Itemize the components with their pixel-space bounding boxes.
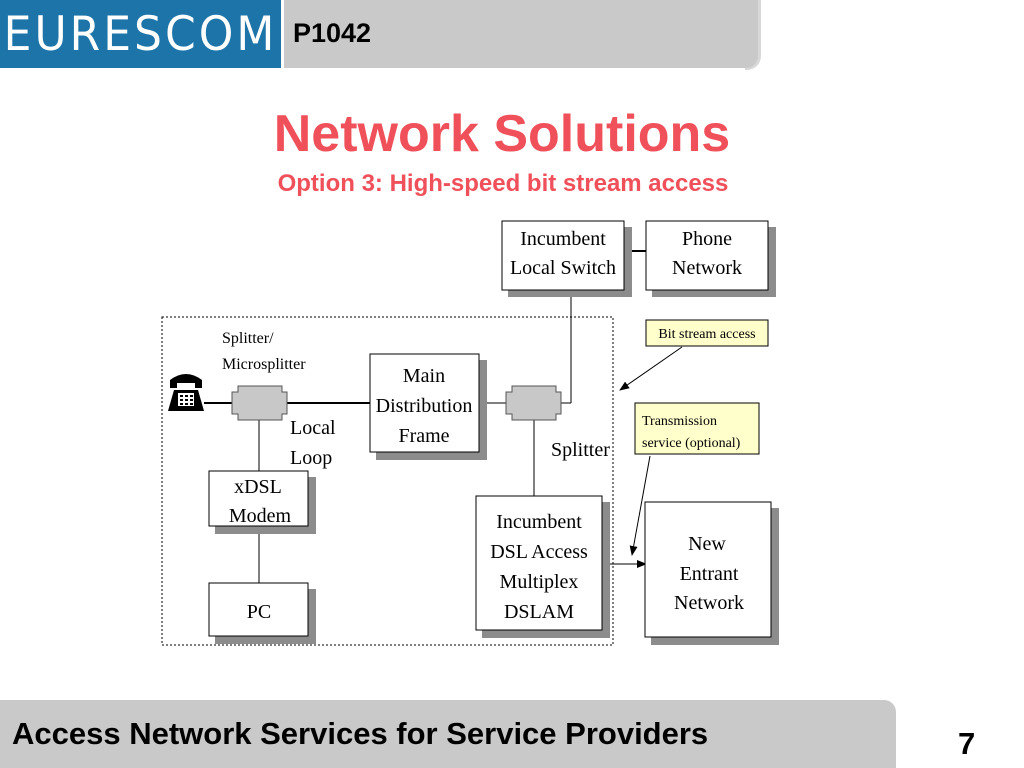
new-entrant-line-3: Network <box>674 592 744 614</box>
local-switch-line-2: Local Switch <box>510 257 616 279</box>
mdf-line-1: Main <box>403 365 445 387</box>
slide-subtitle: Option 3: High-speed bit stream access <box>277 170 729 197</box>
bit-stream-access-label: Bit stream access <box>658 327 755 342</box>
right-splitter <box>505 385 562 421</box>
incumbent-local-switch-box: Incumbent Local Switch <box>501 220 632 297</box>
local-loop-line-2: Loop <box>290 447 332 469</box>
mdf-line-3: Frame <box>398 425 449 447</box>
telephone-icon <box>168 374 204 411</box>
transmission-service-callout: Transmission service (optional) <box>634 402 760 455</box>
splitter-label: Splitter <box>551 439 610 461</box>
dslam-line-1: Incumbent <box>496 511 582 533</box>
footer-bar <box>0 700 896 768</box>
new-entrant-line-1: New <box>688 533 726 555</box>
xdsl-modem-line-2: Modem <box>229 505 292 527</box>
slide-title: Network Solutions <box>0 104 1024 164</box>
dslam-line-3: Multiplex <box>500 571 579 593</box>
splitter-microsplitter-line-2: Microsplitter <box>222 356 306 373</box>
incumbent-dslam-box: Incumbent DSL Access Multiplex DSLAM <box>475 495 610 638</box>
pc-label: PC <box>247 601 271 623</box>
splitter-microsplitter-line-1: Splitter/ <box>222 330 274 347</box>
phone-network-line-1: Phone <box>682 228 732 250</box>
new-entrant-network-box: New Entrant Network <box>644 501 779 645</box>
xdsl-modem-line-1: xDSL <box>234 476 282 498</box>
dslam-line-4: DSLAM <box>504 601 574 623</box>
logo-text: EURESCOM <box>3 6 278 62</box>
new-entrant-line-2: Entrant <box>680 563 739 585</box>
eurescom-logo: EURESCOM <box>0 0 284 68</box>
pc-box: PC <box>208 582 316 644</box>
local-loop-line-1: Local <box>290 417 336 439</box>
phone-network-box: Phone Network <box>645 220 776 297</box>
transmission-service-line-1: Transmission <box>642 414 717 429</box>
mdf-line-2: Distribution <box>376 395 473 417</box>
project-code: P1042 <box>293 18 372 48</box>
phone-network-line-2: Network <box>672 257 742 279</box>
local-switch-line-1: Incumbent <box>520 228 606 250</box>
access-network-boundary <box>161 316 614 646</box>
footer-title: Access Network Services for Service Prov… <box>12 716 709 751</box>
main-distribution-frame-box: Main Distribution Frame <box>369 353 487 460</box>
dslam-line-2: DSL Access <box>490 541 588 563</box>
left-splitter <box>231 385 288 421</box>
page-number: 7 <box>958 726 976 761</box>
xdsl-modem-box: xDSL Modem <box>208 470 316 534</box>
bit-stream-access-callout: Bit stream access <box>645 319 769 347</box>
transmission-service-line-2: service (optional) <box>642 436 741 451</box>
slide-title-text: Network Solutions <box>273 105 731 163</box>
